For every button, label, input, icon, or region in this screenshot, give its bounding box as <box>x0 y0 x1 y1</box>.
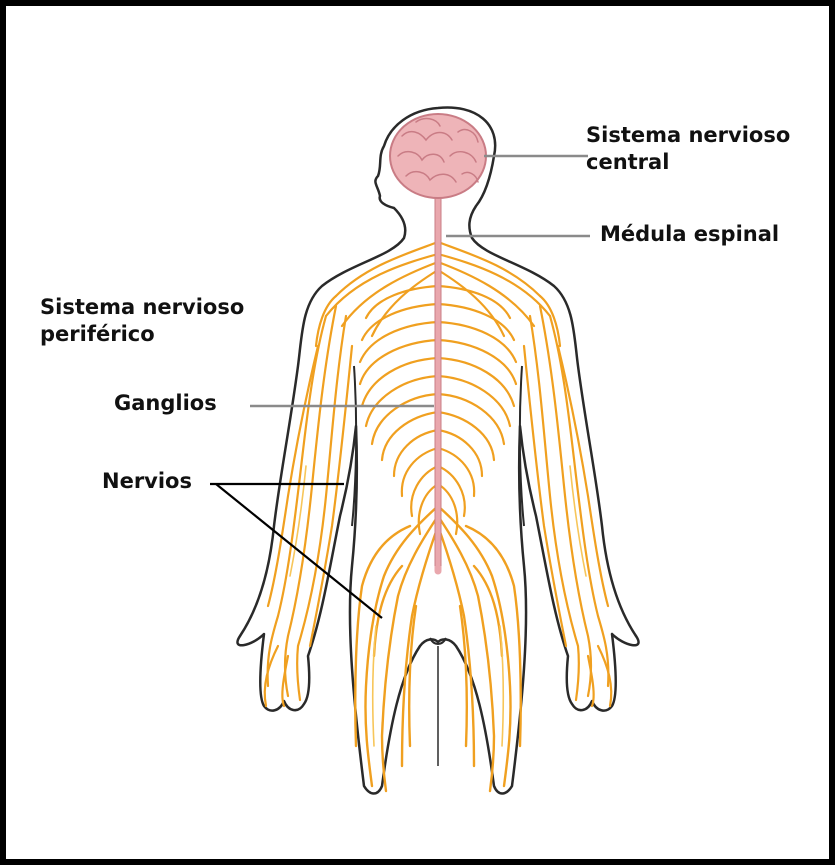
label-peripheral-nervous-system: Sistema nervioso periférico <box>40 294 244 348</box>
label-central-nervous-system: Sistema nervioso central <box>586 122 790 176</box>
label-peripheral-line2: periférico <box>40 321 244 348</box>
label-nerves: Nervios <box>102 468 192 495</box>
label-central-line2: central <box>586 149 790 176</box>
brain <box>390 114 486 198</box>
label-spinal-cord: Médula espinal <box>600 221 779 248</box>
label-ganglia: Ganglios <box>114 390 217 417</box>
label-central-line1: Sistema nervioso <box>586 122 790 149</box>
label-peripheral-line1: Sistema nervioso <box>40 294 244 321</box>
